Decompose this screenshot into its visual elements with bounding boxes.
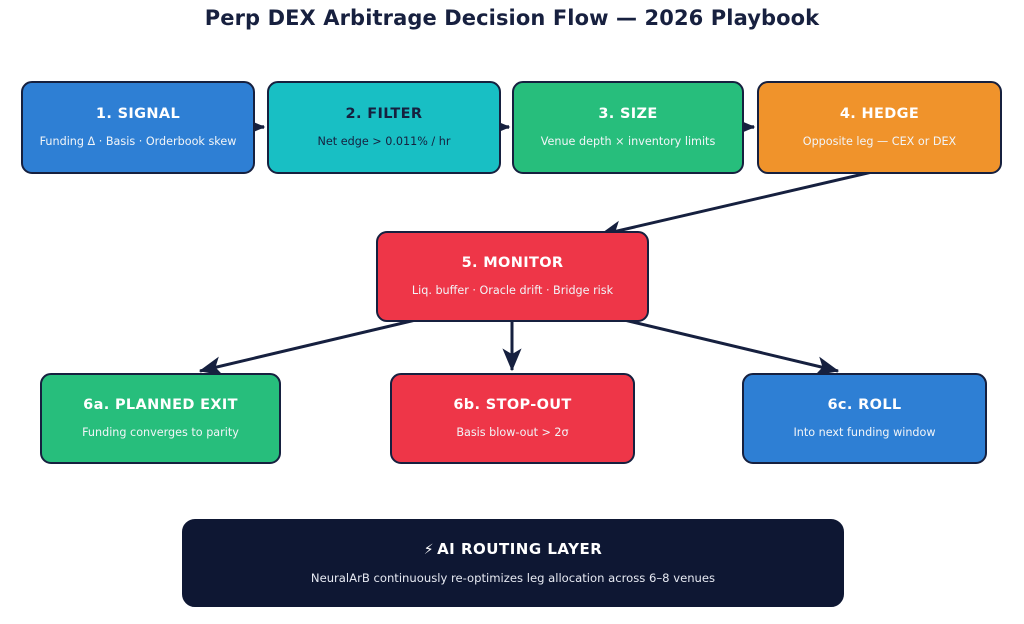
node-signal-title: 1. SIGNAL xyxy=(95,106,181,123)
node-planned-exit-title: 6a. PLANNED EXIT xyxy=(83,397,238,414)
node-ai-routing-layer-title: ⚡AI ROUTING LAYER xyxy=(424,540,603,559)
node-hedge[interactable]: 4. HEDGE Opposite leg — CEX or DEX xyxy=(757,81,1002,174)
node-hedge-title: 4. HEDGE xyxy=(839,106,920,123)
node-roll-subtitle: Into next funding window xyxy=(793,425,936,439)
node-ai-routing-layer-subtitle: NeuralArB continuously re-optimizes leg … xyxy=(310,571,716,586)
edge-monitor-exit xyxy=(198,316,425,376)
edge-monitor-roll xyxy=(615,316,840,376)
node-size-title: 3. SIZE xyxy=(598,106,658,123)
node-size-subtitle: Venue depth × inventory limits xyxy=(540,134,716,148)
node-signal[interactable]: 1. SIGNAL Funding Δ · Basis · Orderbook … xyxy=(21,81,255,174)
node-planned-exit-subtitle: Funding converges to parity xyxy=(82,425,239,439)
edge-hedge-monitor xyxy=(598,170,873,240)
node-stop-out-subtitle: Basis blow-out > 2σ xyxy=(456,425,569,439)
node-ai-routing-layer-label: AI ROUTING LAYER xyxy=(437,540,603,559)
node-stop-out[interactable]: 6b. STOP-OUT Basis blow-out > 2σ xyxy=(390,373,635,464)
node-monitor[interactable]: 5. MONITOR Liq. buffer · Oracle drift · … xyxy=(376,231,649,322)
node-roll-title: 6c. ROLL xyxy=(827,397,902,414)
node-ai-routing-layer[interactable]: ⚡AI ROUTING LAYER NeuralArB continuously… xyxy=(182,519,844,607)
node-filter-title: 2. FILTER xyxy=(345,106,423,123)
node-filter-subtitle: Net edge > 0.011% / hr xyxy=(317,134,451,148)
node-stop-out-title: 6b. STOP-OUT xyxy=(453,397,572,414)
node-hedge-subtitle: Opposite leg — CEX or DEX xyxy=(802,134,957,148)
node-roll[interactable]: 6c. ROLL Into next funding window xyxy=(742,373,987,464)
bolt-icon: ⚡ xyxy=(423,542,435,559)
node-size[interactable]: 3. SIZE Venue depth × inventory limits xyxy=(512,81,744,174)
node-signal-subtitle: Funding Δ · Basis · Orderbook skew xyxy=(39,134,237,148)
node-monitor-subtitle: Liq. buffer · Oracle drift · Bridge risk xyxy=(411,283,614,297)
node-filter[interactable]: 2. FILTER Net edge > 0.011% / hr xyxy=(267,81,501,174)
node-planned-exit[interactable]: 6a. PLANNED EXIT Funding converges to pa… xyxy=(40,373,281,464)
page-title: Perp DEX Arbitrage Decision Flow — 2026 … xyxy=(204,6,820,30)
node-monitor-title: 5. MONITOR xyxy=(461,255,564,272)
